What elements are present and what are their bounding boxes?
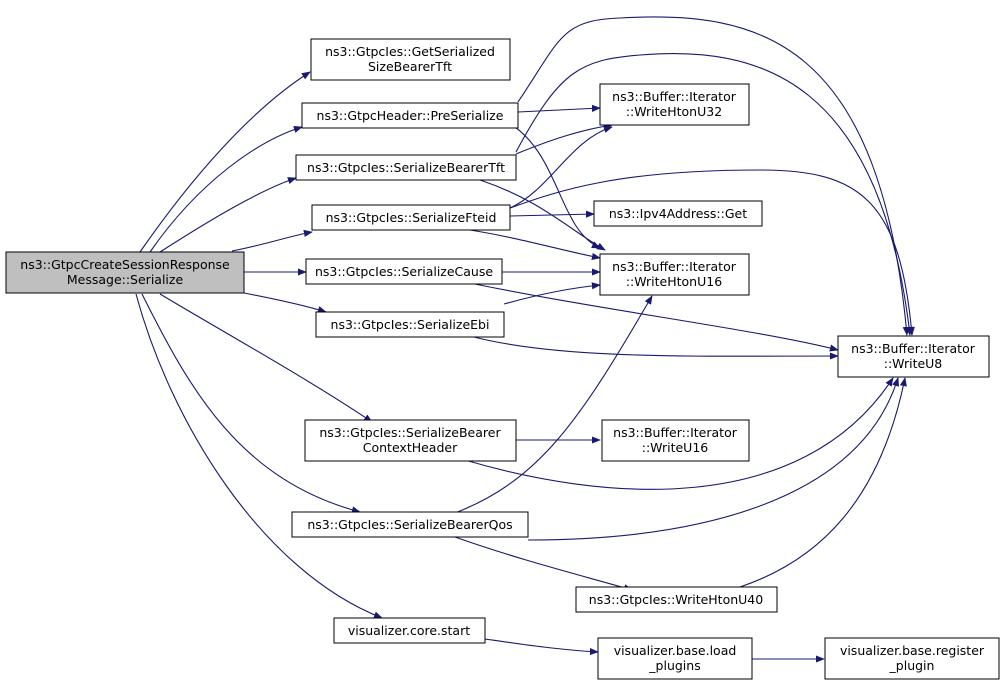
edge-fteid-to-writehtonu16 <box>469 229 601 260</box>
node-label-line: ::WriteU8 <box>884 356 943 371</box>
node-label-line: ContextHeader <box>363 440 458 455</box>
node-buffer-writeu8[interactable]: ns3::Buffer::Iterator ::WriteU8 <box>837 335 990 378</box>
node-label-line: ns3::Buffer::Iterator <box>613 425 738 440</box>
node-label-line: ns3::GtpcIes::SerializeBearer <box>319 425 501 440</box>
node-buffer-writeu16[interactable]: ns3::Buffer::Iterator ::WriteU16 <box>601 419 750 462</box>
node-label-line: ns3::GtpcIes::GetSerialized <box>325 44 495 59</box>
edge-fteid-to-writehtonu32 <box>509 125 613 209</box>
node-label-line: visualizer.base.load <box>614 643 737 658</box>
edge-root-to-getserializedsizebearertft <box>139 71 311 253</box>
node-label-line: ::WriteHtonU16 <box>626 274 722 289</box>
node-visualizer-base-register-plugin[interactable]: visualizer.base.register _plugin <box>824 637 1000 680</box>
node-label-line: _plugins <box>648 658 700 673</box>
node-label-line: ns3::GtpcIes::SerializeBearerQos <box>307 517 512 532</box>
edge-root-to-serializebearercontextheader <box>159 293 373 423</box>
node-label-line: ns3::GtpcIes::SerializeBearerTft <box>307 160 505 175</box>
node-serializebearerqos[interactable]: ns3::GtpcIes::SerializeBearerQos <box>291 511 529 538</box>
node-gtpc-writehtonu40[interactable]: ns3::GtpcIes::WriteHtonU40 <box>575 586 778 613</box>
node-visualizer-core-start[interactable]: visualizer.core.start <box>333 617 486 644</box>
node-serializebearercontextheader[interactable]: ns3::GtpcIes::SerializeBearer ContextHea… <box>304 419 517 462</box>
node-label-line: visualizer.base.register <box>840 643 985 658</box>
node-label-line: ns3::GtpcHeader::PreSerialize <box>317 108 504 123</box>
edge-preserialize-to-writehtonu16 <box>514 126 601 249</box>
edge-preserialize-to-writeu8 <box>517 16 910 336</box>
edge-root-to-serializebearerqos <box>141 293 361 514</box>
edge-ebi-to-writeu8 <box>469 335 839 360</box>
node-gtpcheader-preserialize[interactable]: ns3::GtpcHeader::PreSerialize <box>301 102 519 129</box>
node-getserializedsizebearertft[interactable]: ns3::GtpcIes::GetSerialized SizeBearerTf… <box>310 38 511 81</box>
node-label-line: ns3::GtpcIes::SerializeCause <box>315 264 493 279</box>
edge-bearerqos-to-writeu8 <box>527 377 900 541</box>
node-label-line: ns3::Buffer::Iterator <box>612 89 737 104</box>
node-visualizer-base-load-plugins[interactable]: visualizer.base.load _plugins <box>597 637 753 680</box>
node-buffer-writehtonu16[interactable]: ns3::Buffer::Iterator ::WriteHtonU16 <box>599 253 750 296</box>
edge-bearerqos-to-gtpcwritehtonu40 <box>454 536 633 592</box>
node-label-line: ns3::Buffer::Iterator <box>851 341 976 356</box>
edge-bearertft-to-writehtonu32 <box>515 122 613 155</box>
edge-gtpcwritehtonu40-to-writeu8 <box>739 377 907 588</box>
node-label-line: ::WriteU16 <box>642 440 709 455</box>
edge-root-to-serializebearertft <box>159 177 297 253</box>
edge-cause-to-writeu8 <box>469 282 839 352</box>
edge-ebi-to-writehtonu16 <box>503 282 601 305</box>
edge-root-to-visualizer-core-start <box>135 293 383 619</box>
node-serializecause[interactable]: ns3::GtpcIes::SerializeCause <box>305 258 503 285</box>
node-root-serialize[interactable]: ns3::GtpcCreateSessionResponse Message::… <box>5 251 245 294</box>
node-serializefteid[interactable]: ns3::GtpcIes::SerializeFteid <box>311 204 511 231</box>
edge-fteid-to-ipv4address-get <box>509 210 595 218</box>
edge-corestart-to-loadplugins <box>484 638 599 656</box>
edge-root-to-serializeebi <box>243 292 327 314</box>
node-serializeebi[interactable]: ns3::GtpcIes::SerializeEbi <box>315 311 505 338</box>
edge-fteid-to-writeu8 <box>509 169 915 336</box>
edge-bearerqos-to-writehtonu16 <box>454 295 653 514</box>
edge-bearercontextheader-to-writeu8 <box>464 377 894 490</box>
node-label-line: visualizer.core.start <box>348 623 470 638</box>
node-label-line: ns3::GtpcIes::SerializeEbi <box>331 317 490 332</box>
node-label-line: ns3::Ipv4Address::Get <box>609 206 747 221</box>
node-buffer-writehtonu32[interactable]: ns3::Buffer::Iterator ::WriteHtonU32 <box>599 83 750 126</box>
edge-root-to-gtpcheader-preserialize <box>149 125 303 253</box>
node-label-line: ns3::Buffer::Iterator <box>612 259 737 274</box>
node-label-line: SizeBearerTft <box>368 59 452 74</box>
node-label-line: ::WriteHtonU32 <box>626 104 722 119</box>
edge-preserialize-to-writehtonu32 <box>517 104 601 113</box>
edge-root-to-serializefteid <box>231 229 313 252</box>
node-label-line: _plugin <box>889 658 935 673</box>
node-label-line: ns3::GtpcCreateSessionResponse <box>20 257 230 272</box>
node-ipv4address-get[interactable]: ns3::Ipv4Address::Get <box>593 200 763 227</box>
node-serializebearertft[interactable]: ns3::GtpcIes::SerializeBearerTft <box>295 154 517 181</box>
node-label-line: ns3::GtpcIes::WriteHtonU40 <box>589 592 763 607</box>
node-label-line: Message::Serialize <box>67 272 184 287</box>
node-label-line: ns3::GtpcIes::SerializeFteid <box>326 210 497 225</box>
edge-bearertft-to-writeu8 <box>515 52 913 336</box>
